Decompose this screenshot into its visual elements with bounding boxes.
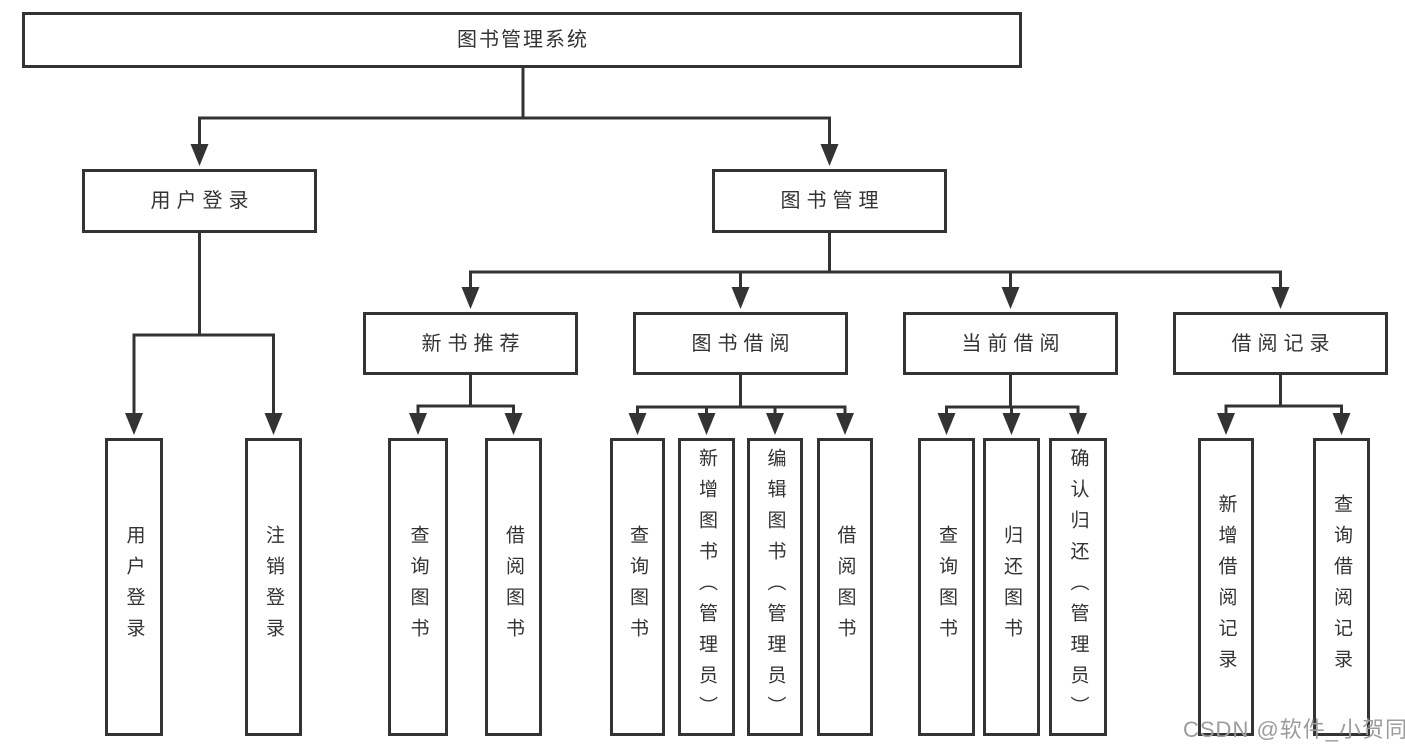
watermark-text: CSDN @软件_小贺同学 bbox=[1183, 717, 1405, 742]
node-borrow-books-recommend: 借阅图书 bbox=[485, 438, 542, 736]
node-label: 查询图书 bbox=[627, 525, 648, 649]
node-book-management-system: 图书管理系统 bbox=[22, 12, 1022, 68]
node-label: 查询借阅记录 bbox=[1331, 494, 1352, 680]
node-label: 新增借阅记录 bbox=[1215, 494, 1237, 680]
node-query-books-borrow: 查询图书 bbox=[610, 438, 665, 736]
node-borrow-books-borrow: 借阅图书 bbox=[817, 438, 873, 736]
node-label: 编辑图书（管理员） bbox=[764, 447, 786, 727]
node-label: 用户登录 bbox=[123, 525, 145, 649]
node-add-books-admin: 新增图书（管理员） bbox=[678, 438, 735, 736]
node-borrowing-records: 借阅记录 bbox=[1173, 312, 1388, 375]
node-user-login-module: 用户登录 bbox=[82, 169, 317, 233]
node-current-borrowing: 当前借阅 bbox=[903, 312, 1118, 375]
node-label: 用户登录 bbox=[150, 190, 255, 212]
node-confirm-return-admin: 确认归还（管理员） bbox=[1049, 438, 1107, 736]
node-label: 图书借阅 bbox=[691, 332, 796, 355]
node-book-borrowing: 图书借阅 bbox=[633, 312, 848, 375]
node-label: 确认归还（管理员） bbox=[1067, 447, 1089, 727]
node-label: 图书管理系统 bbox=[457, 29, 589, 51]
node-label: 借阅图书 bbox=[834, 525, 856, 649]
node-label: 图书管理 bbox=[780, 190, 885, 212]
node-label: 借阅图书 bbox=[503, 525, 524, 649]
node-logout: 注销登录 bbox=[245, 438, 302, 736]
node-label: 查询图书 bbox=[407, 525, 429, 649]
node-label: 借阅记录 bbox=[1231, 332, 1336, 355]
node-label: 注销登录 bbox=[263, 525, 284, 649]
node-user-login: 用户登录 bbox=[105, 438, 163, 736]
node-label: 归还图书 bbox=[1001, 525, 1022, 649]
node-add-borrowing-record: 新增借阅记录 bbox=[1198, 438, 1254, 736]
node-query-borrowing-record: 查询借阅记录 bbox=[1313, 438, 1370, 736]
node-label: 新增图书（管理员） bbox=[696, 447, 717, 727]
node-new-book-recommendation: 新书推荐 bbox=[363, 312, 578, 375]
node-query-books-recommend: 查询图书 bbox=[388, 438, 448, 736]
node-return-books: 归还图书 bbox=[983, 438, 1040, 736]
node-book-management-module: 图书管理 bbox=[712, 169, 947, 233]
node-label: 当前借阅 bbox=[961, 332, 1066, 355]
node-edit-books-admin: 编辑图书（管理员） bbox=[747, 438, 803, 736]
node-query-books-current: 查询图书 bbox=[918, 438, 975, 736]
node-label: 新书推荐 bbox=[421, 332, 526, 355]
node-label: 查询图书 bbox=[936, 525, 957, 649]
